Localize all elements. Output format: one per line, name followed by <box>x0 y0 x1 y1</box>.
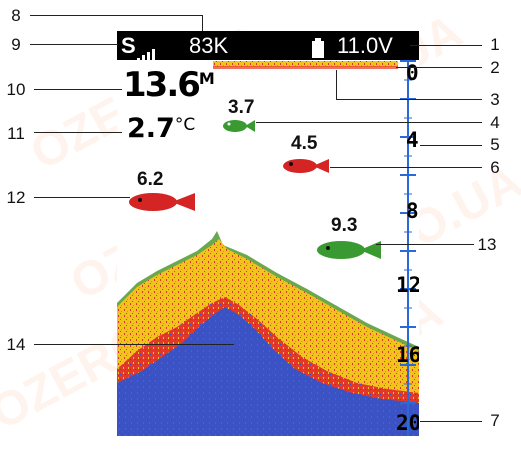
callout-8: 8 <box>11 6 21 25</box>
callout-line-6 <box>330 167 482 168</box>
callout-line-10 <box>34 89 122 90</box>
callout-5: 5 <box>490 135 500 154</box>
callout-line-5 <box>420 145 482 146</box>
depth-value: 13.6 <box>123 65 201 105</box>
callout-6: 6 <box>490 158 500 177</box>
callout-line-7 <box>420 421 482 422</box>
callout-4: 4 <box>490 113 500 132</box>
callout-14: 14 <box>6 335 26 354</box>
depth-scale-label: 20 <box>396 411 419 435</box>
depth-unit: M <box>198 69 215 88</box>
battery-icon <box>311 36 325 65</box>
temperature-value: 2.7 <box>127 113 175 144</box>
callout-3: 3 <box>490 90 500 109</box>
depth-scale <box>400 60 416 436</box>
fish-depth-label: 9.3 <box>331 215 358 236</box>
signal-strength-icon <box>137 40 157 69</box>
callout-line-9 <box>30 44 118 45</box>
surface-clutter <box>213 61 398 67</box>
callout-line-4 <box>256 122 482 123</box>
fishfinder-screen: S 83K 11.0V 13.6M 2.7°C 3.7 4.5 6.2 9.3 … <box>117 31 419 436</box>
fish-icon <box>317 241 381 259</box>
callout-line-8 <box>202 15 203 31</box>
status-bar: S 83K 11.0V <box>117 31 419 62</box>
callout-11: 11 <box>7 124 25 143</box>
temperature-readout: 2.7°C <box>127 113 195 144</box>
callout-line-2 <box>396 67 482 68</box>
depth-scale-label: 16 <box>396 343 419 367</box>
callout-1: 1 <box>490 35 500 54</box>
callout-10: 10 <box>6 80 26 99</box>
fish-depth-label: 3.7 <box>228 97 255 118</box>
fish-depth-label: 4.5 <box>291 133 318 154</box>
depth-scale-label: 8 <box>406 199 419 223</box>
callout-line-13 <box>376 244 474 245</box>
hard-bottom <box>117 307 419 436</box>
surface-clutter <box>213 66 398 69</box>
sonar-indicator: S <box>121 33 136 58</box>
callout-line-14 <box>34 344 234 345</box>
sonar-display <box>117 60 419 436</box>
callout-line-3 <box>336 70 337 99</box>
fish-icon <box>223 120 255 132</box>
callout-2: 2 <box>490 58 500 77</box>
callout-13: 13 <box>477 235 497 254</box>
battery-voltage: 11.0V <box>337 33 393 58</box>
callout-line-12 <box>34 197 130 198</box>
callout-line-1 <box>410 45 482 46</box>
depth-scale-label: 4 <box>406 128 419 152</box>
callout-9: 9 <box>11 35 21 54</box>
fish-icon <box>283 159 329 173</box>
depth-readout: 13.6M <box>123 65 215 105</box>
fish-depth-label: 6.2 <box>137 169 164 190</box>
fish-icon <box>129 193 195 211</box>
callout-7: 7 <box>490 411 500 430</box>
depth-scale-label: 12 <box>396 273 419 297</box>
depth-scale-label: 0 <box>406 61 419 85</box>
callout-line-3 <box>336 99 482 100</box>
callout-12: 12 <box>6 188 26 207</box>
temperature-unit: °C <box>174 115 196 135</box>
callout-line-8 <box>30 15 202 16</box>
frequency-readout: 83K <box>189 33 229 58</box>
callout-line-11 <box>34 132 122 133</box>
